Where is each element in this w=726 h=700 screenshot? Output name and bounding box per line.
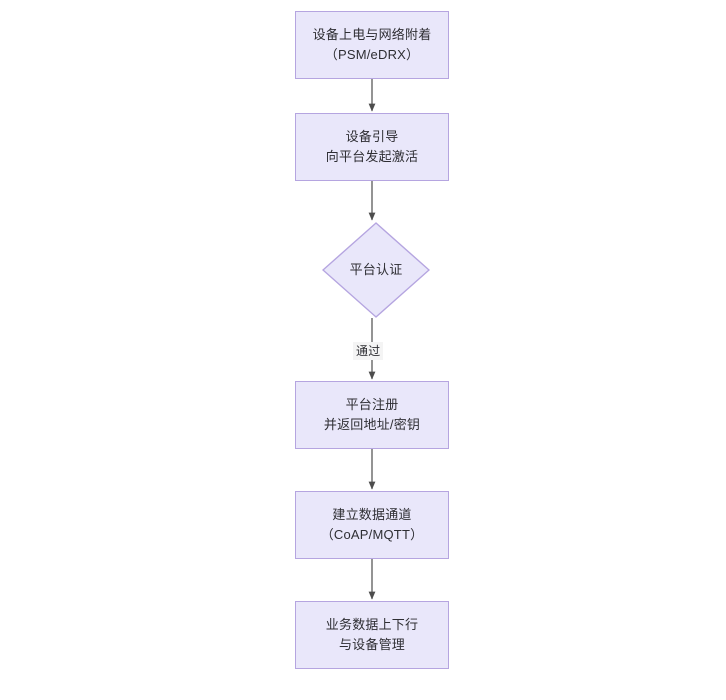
edge-label-text: 通过 bbox=[356, 344, 381, 358]
flow-node-label: 设备上电与网络附着 （PSM/eDRX） bbox=[312, 27, 432, 62]
flow-node-platform-auth-decision[interactable]: 平台认证 bbox=[322, 222, 430, 318]
flow-node-platform-register[interactable]: 平台注册 并返回地址/密钥 bbox=[295, 381, 449, 449]
flow-node-device-power-on[interactable]: 设备上电与网络附着 （PSM/eDRX） bbox=[295, 11, 449, 79]
flow-node-business-data[interactable]: 业务数据上下行 与设备管理 bbox=[295, 601, 449, 669]
flow-node-label: 业务数据上下行 与设备管理 bbox=[325, 617, 419, 652]
flow-node-label: 建立数据通道 （CoAP/MQTT） bbox=[320, 507, 424, 542]
flow-node-data-channel[interactable]: 建立数据通道 （CoAP/MQTT） bbox=[295, 491, 449, 559]
flow-node-device-bootstrap[interactable]: 设备引导 向平台发起激活 bbox=[295, 113, 449, 181]
flow-node-label: 平台认证 bbox=[349, 262, 403, 277]
diamond-icon bbox=[322, 222, 430, 318]
edge-label-pass: 通过 bbox=[353, 342, 384, 360]
flow-node-label: 设备引导 向平台发起激活 bbox=[325, 129, 419, 164]
flow-node-label: 平台注册 并返回地址/密钥 bbox=[323, 397, 421, 432]
